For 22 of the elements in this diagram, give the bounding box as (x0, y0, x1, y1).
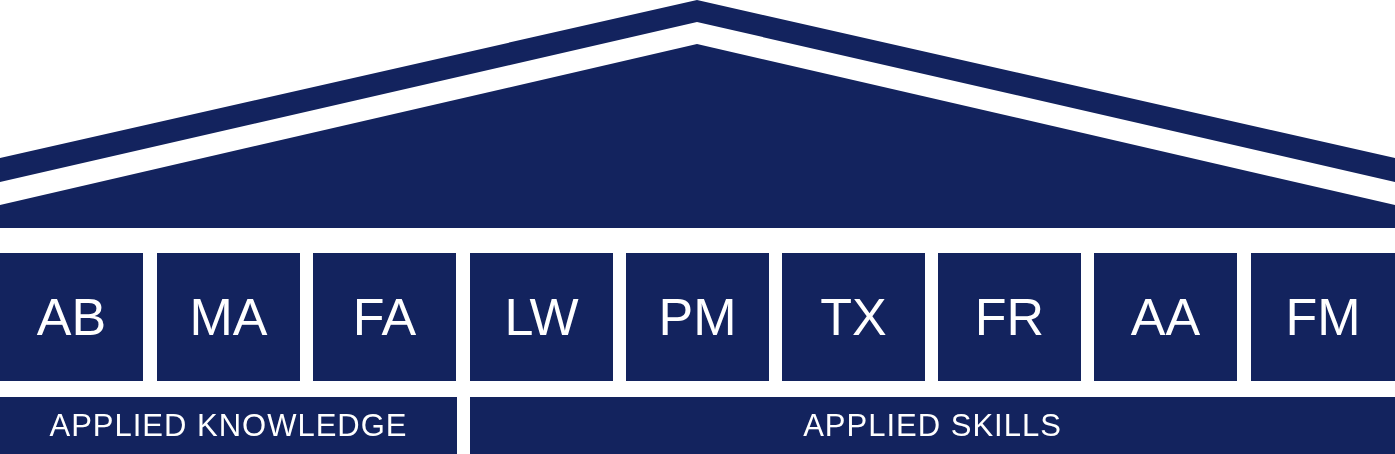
module-code: FM (1285, 287, 1361, 347)
module-tile (157, 253, 300, 381)
module-code: FA (352, 287, 417, 347)
category-label: APPLIED SKILLS (803, 407, 1062, 444)
module-tile (313, 253, 456, 381)
category-band (470, 397, 1395, 454)
module-tile (938, 253, 1081, 381)
module-tile (470, 253, 613, 381)
module-code: FR (974, 287, 1045, 347)
module-tile (626, 253, 769, 381)
module-code: PM (658, 287, 737, 347)
module-tile (1094, 253, 1237, 381)
module-tile (1251, 253, 1395, 381)
module-tile (0, 253, 143, 381)
module-code: TX (820, 287, 887, 347)
module-code: LW (504, 287, 579, 347)
module-code: MA (189, 287, 268, 347)
module-code: AB (36, 287, 107, 347)
module-code: AA (1130, 287, 1201, 347)
module-tile (782, 253, 925, 381)
category-label: APPLIED KNOWLEDGE (49, 407, 408, 444)
category-band (0, 397, 457, 454)
